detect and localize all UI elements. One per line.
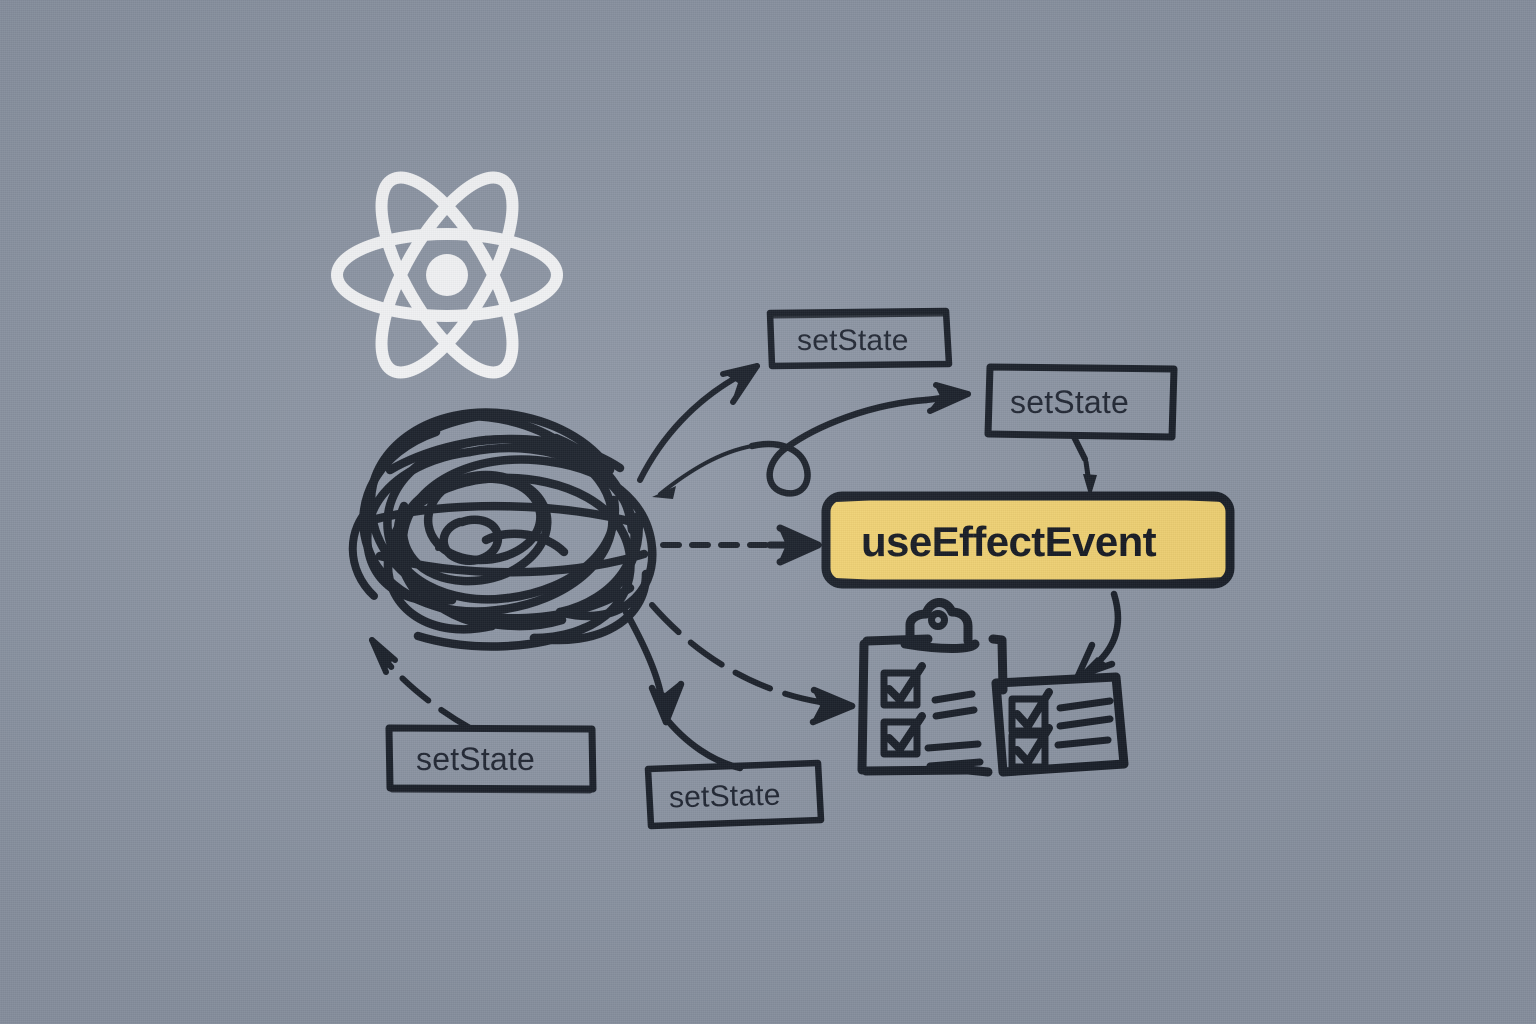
arrow-scribble-dashed-to-useeffectevent [660,524,822,566]
tangled-scribble [348,408,657,651]
setstate-label-bottom-left: setState [416,741,536,777]
setstate-box-top[interactable] [766,307,953,370]
setstate-box-bottom-right[interactable] [644,759,825,830]
setstate-box-bottom-left[interactable] [385,724,597,794]
react-logo-icon [337,159,557,391]
arrow-loop-to-right-setstate [652,382,971,499]
arrow-bottom-left-setstate-to-scribble [369,637,473,731]
arrow-scribble-to-checklist [649,602,856,726]
useeffectevent-label: useEffectEvent [861,518,1157,565]
setstate-box-right[interactable] [984,363,1178,462]
arrow-useeffectevent-to-checklist [1074,590,1122,680]
useeffectevent-box[interactable] [821,491,1235,589]
setstate-label-right: setState [1010,384,1130,420]
setstate-label-bottom-right: setState [668,778,782,815]
arrow-scribble-to-top-setstate [637,363,760,483]
clipboard-checklist-icon [857,598,1129,777]
arrow-right-setstate-to-useeffectevent [1083,459,1097,498]
arrow-scribble-to-bottom-right-setstate [622,608,744,772]
setstate-label-top: setState [797,324,909,357]
